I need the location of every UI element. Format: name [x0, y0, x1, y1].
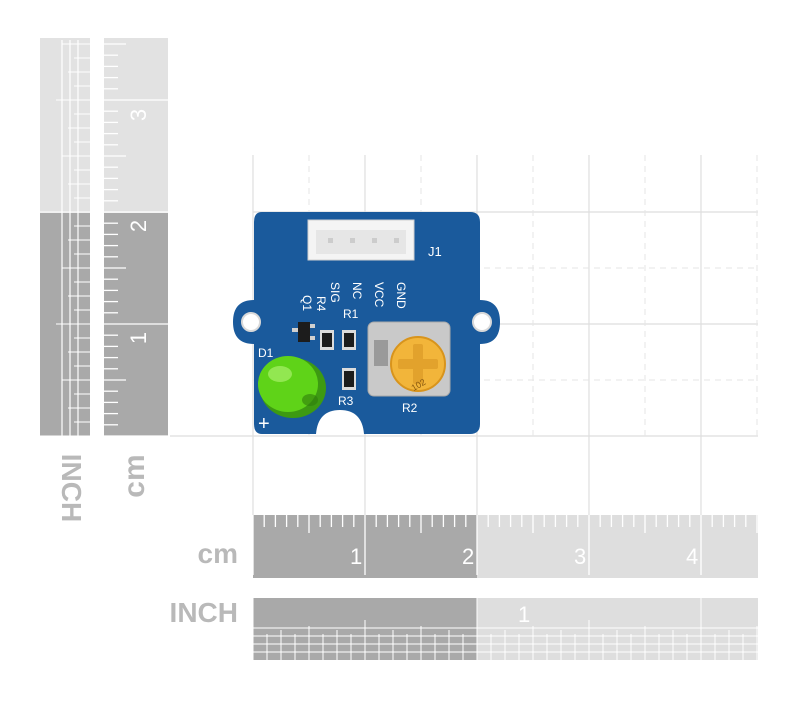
- inch-unit-label: INCH: [170, 597, 238, 628]
- ref-d1: D1: [258, 346, 274, 360]
- ref-r3: R3: [338, 394, 354, 408]
- transistor-q1: [298, 322, 310, 342]
- polarity-plus: +: [258, 413, 270, 435]
- led-d1: [258, 356, 326, 418]
- cm-number-2: 2: [462, 544, 474, 569]
- ref-r2: R2: [402, 401, 418, 415]
- potentiometer-r2: 102: [367, 321, 451, 397]
- resistor-r4: [320, 330, 334, 350]
- resistor-r3: [342, 368, 356, 390]
- ref-r4: R4: [314, 296, 328, 312]
- resistor-r1: [342, 330, 356, 350]
- vertical-cm-number-2: 2: [126, 220, 151, 232]
- cm-number-3: 3: [574, 544, 586, 569]
- pin-label-sig: SIG: [328, 282, 342, 303]
- cm-number-1: 1: [350, 544, 362, 569]
- vertical-inch-ruler: [40, 38, 90, 437]
- connector-ref-j1: J1: [428, 244, 442, 259]
- pin-label-vcc: VCC: [372, 282, 386, 308]
- vertical-cm-number-3: 3: [126, 109, 151, 121]
- ref-q1: Q1: [300, 295, 314, 311]
- vertical-cm-number-1: 1: [126, 332, 151, 344]
- pin-label-gnd: GND: [394, 282, 408, 309]
- grove-led-board: J1 SIG NC VCC GND Q1 R4 R1 D1 R3 R2: [233, 212, 500, 435]
- mount-hole-left: [241, 312, 261, 332]
- vertical-cm-ruler: [104, 38, 168, 437]
- ref-r1: R1: [343, 307, 359, 321]
- horizontal-inch-ruler: [252, 598, 758, 660]
- horizontal-cm-ruler: [252, 515, 758, 578]
- cm-unit-label: cm: [198, 538, 238, 569]
- pin-label-nc: NC: [350, 282, 364, 300]
- cm-number-4: 4: [686, 544, 698, 569]
- inch-number-1: 1: [518, 602, 530, 627]
- vertical-inch-label: INCH: [56, 454, 87, 522]
- vertical-cm-label: cm: [118, 454, 151, 497]
- mount-hole-right: [472, 312, 492, 332]
